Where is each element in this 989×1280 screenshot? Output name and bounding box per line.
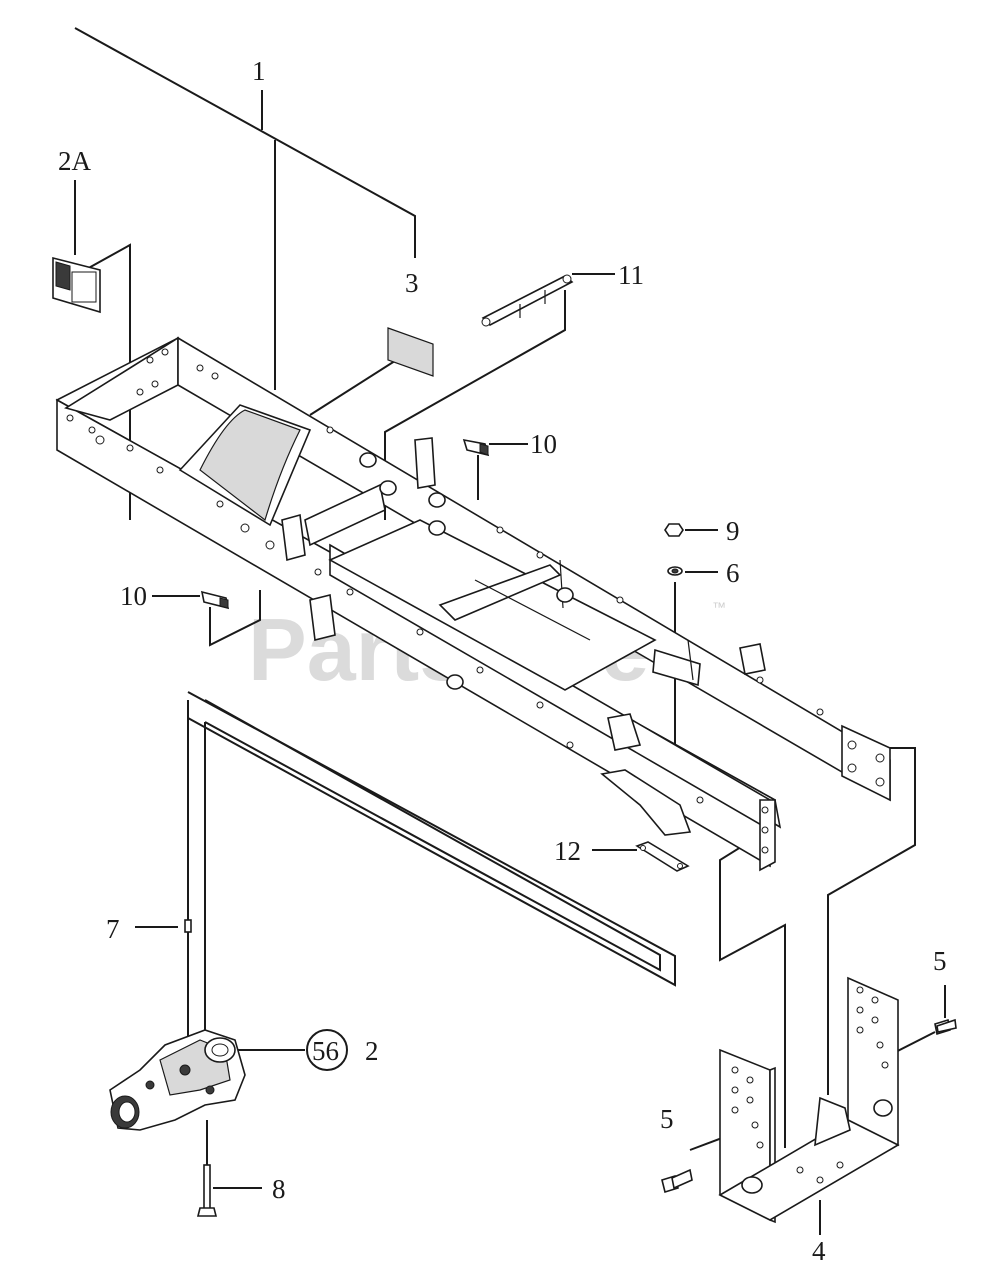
frame-1 bbox=[55, 336, 891, 872]
callout-5-left: 5 bbox=[660, 1104, 674, 1134]
callout-8: 8 bbox=[272, 1174, 286, 1204]
decal-2a bbox=[52, 256, 101, 314]
spacer-10-left bbox=[200, 590, 230, 610]
callout-12: 12 bbox=[554, 836, 581, 866]
callout-5-right: 5 bbox=[933, 946, 947, 976]
bolt-5-right bbox=[934, 1018, 957, 1036]
rod-11 bbox=[481, 274, 574, 327]
callout-1: 1 bbox=[252, 56, 266, 86]
callout-6: 6 bbox=[726, 558, 740, 588]
callout-2a: 2A bbox=[58, 146, 92, 176]
callout-3: 3 bbox=[405, 268, 419, 298]
callout-56: 56 bbox=[312, 1036, 339, 1066]
watermark-trademark: ™ bbox=[712, 599, 726, 615]
callout-10-right: 10 bbox=[530, 429, 557, 459]
strap-12 bbox=[635, 841, 690, 872]
callout-9: 9 bbox=[726, 516, 740, 546]
pin-7 bbox=[184, 919, 192, 933]
washer-6 bbox=[667, 566, 683, 576]
callout-4: 4 bbox=[812, 1236, 826, 1266]
callout-11: 11 bbox=[618, 260, 644, 290]
callout-labels: 1 2A 3 11 10 10 9 6 12 7 56 2 8 5 5 4 bbox=[58, 56, 947, 1266]
callout-56-circle bbox=[306, 1029, 348, 1071]
leader-lines bbox=[74, 27, 946, 1235]
callout-10-left: 10 bbox=[120, 581, 147, 611]
spacer-10-right bbox=[462, 438, 490, 457]
label-3 bbox=[387, 327, 434, 377]
bolt-5-left bbox=[661, 1168, 693, 1194]
bracket-4 bbox=[718, 976, 900, 1224]
housing-2 bbox=[109, 1029, 246, 1131]
nut-9 bbox=[664, 523, 684, 537]
bolt-8 bbox=[196, 1164, 218, 1217]
callout-7: 7 bbox=[106, 914, 120, 944]
callout-2: 2 bbox=[365, 1036, 379, 1066]
